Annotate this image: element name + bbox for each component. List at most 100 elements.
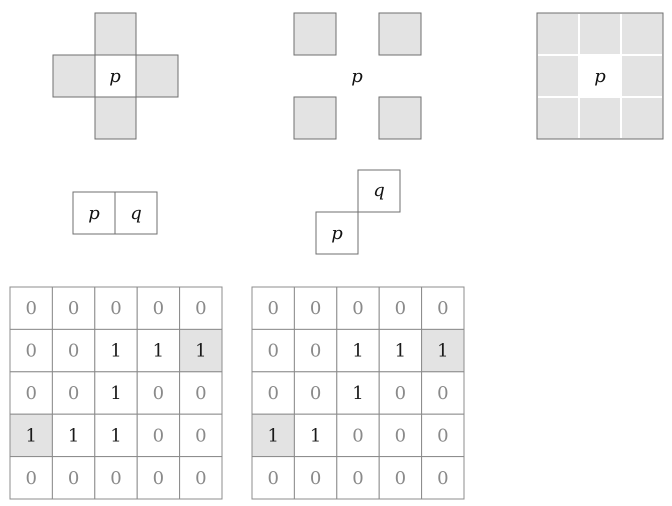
horizontal-adjacency: p q (72, 191, 158, 235)
grid-cell-value: 1 (25, 425, 36, 446)
grid-cell-value: 1 (352, 341, 363, 362)
adj-d-q-label: q (373, 180, 385, 201)
nd-top-left-cell (293, 12, 337, 56)
grid-cell-value: 0 (195, 383, 206, 404)
n8-center-label: p (594, 66, 606, 87)
grid-cell-value: 0 (310, 341, 321, 362)
grid-cell-value: 1 (267, 425, 278, 446)
grid-cell-value: 0 (25, 383, 36, 404)
grid-cell-value: 0 (395, 298, 406, 319)
n4-top-cell (94, 12, 137, 56)
grid-cell (421, 328, 465, 373)
n4-center-cell (94, 54, 137, 98)
grid-cell (293, 286, 338, 330)
grid-cell-value: 0 (25, 468, 36, 489)
grid-cell (336, 286, 380, 330)
nd-top-right-cell (378, 12, 422, 56)
grid-cell-value: 1 (395, 341, 406, 362)
nd-bottom-right-cell (378, 96, 422, 140)
grid-cell-value: 1 (110, 383, 121, 404)
grid-cell-value: 0 (352, 468, 363, 489)
grid-cell (136, 456, 181, 500)
grid-cell-value: 0 (352, 425, 363, 446)
four-neighborhood: p (52, 12, 179, 140)
grid-cell-value: 0 (68, 341, 79, 362)
grid-cell-value: 0 (267, 468, 278, 489)
grid-cell (179, 371, 223, 415)
grid-cell-value: 0 (310, 383, 321, 404)
grid-cell-value: 0 (68, 468, 79, 489)
grid-left: 0 0 0 0 0 0 0 1 1 1 0 0 1 0 0 1 1 1 0 0 0 0 0 0 0 (9, 286, 223, 500)
grid-cell-value: 0 (310, 298, 321, 319)
grid-cell (421, 371, 465, 415)
grid-cell-value: 0 (68, 383, 79, 404)
grid-cell (94, 456, 138, 500)
adj-h-p-label: p (88, 203, 100, 224)
grid-cell-value: 0 (195, 468, 206, 489)
grid-cell (293, 371, 338, 415)
n4-bottom-cell (94, 96, 137, 140)
grid-cell-value: 0 (68, 298, 79, 319)
grid-cell (336, 413, 380, 458)
grid-cell (51, 413, 96, 458)
diagonal-adjacency: q p (315, 169, 401, 255)
grid-cell-value: 0 (352, 298, 363, 319)
grid-cell (251, 413, 295, 458)
grid-cell-value: 1 (110, 341, 121, 362)
grid-cell (179, 328, 223, 373)
grid-cell-value: 1 (352, 383, 363, 404)
grid-cell (94, 371, 138, 415)
grid-cell-value: 1 (68, 425, 79, 446)
adj-h-q-label: q (130, 203, 142, 224)
nd-bottom-left-cell (293, 96, 337, 140)
grid-cell-value: 0 (395, 425, 406, 446)
eight-neighborhood: p (536, 12, 664, 140)
grid-cell-value: 0 (25, 341, 36, 362)
adj-h-p-cell (72, 191, 116, 235)
adj-d-p-cell (315, 211, 359, 255)
grid-cell-value: 0 (25, 298, 36, 319)
grid-cell (378, 456, 423, 500)
grid-cell-value: 0 (310, 468, 321, 489)
grid-cell-value: 0 (195, 298, 206, 319)
grid-cell-value: 0 (395, 383, 406, 404)
grid-cell-value: 0 (153, 298, 164, 319)
adj-h-q-cell (114, 191, 158, 235)
n4-center-label: p (109, 66, 121, 87)
adj-d-p-label: p (331, 223, 343, 244)
grid-cell (336, 456, 380, 500)
grid-cell-value: 0 (153, 468, 164, 489)
grid-cell-value: 0 (267, 298, 278, 319)
grid-cell-value: 0 (437, 425, 448, 446)
grid-cell-value: 1 (195, 341, 206, 362)
diagonal-neighborhood: p (293, 12, 422, 140)
grid-cell (421, 456, 465, 500)
n4-left-cell (52, 54, 96, 98)
grid-cell-value: 1 (437, 341, 448, 362)
grid-cell (51, 456, 96, 500)
grid-cell-value: 0 (437, 468, 448, 489)
grid-cell (51, 328, 96, 373)
grid-cell-value: 0 (437, 383, 448, 404)
grid-cell (251, 286, 295, 330)
grid-cell-value: 1 (110, 425, 121, 446)
grid-cell-value: 0 (153, 383, 164, 404)
grid-cell (378, 371, 423, 415)
grid-cell-value: 1 (310, 425, 321, 446)
grid-cell (421, 413, 465, 458)
grid-cell (336, 328, 380, 373)
grid-cell (179, 286, 223, 330)
grid-cell-value: 0 (195, 425, 206, 446)
grid-cell-value: 0 (437, 298, 448, 319)
grid-cell (94, 328, 138, 373)
nd-center-label: p (351, 66, 363, 87)
grid-cell (251, 328, 295, 373)
grid-cell (421, 286, 465, 330)
grid-cell-value: 0 (153, 425, 164, 446)
grid-cell-value: 0 (110, 298, 121, 319)
grid-cell (251, 456, 295, 500)
grid-cell-value: 0 (110, 468, 121, 489)
grid-cell-value: 1 (153, 341, 164, 362)
